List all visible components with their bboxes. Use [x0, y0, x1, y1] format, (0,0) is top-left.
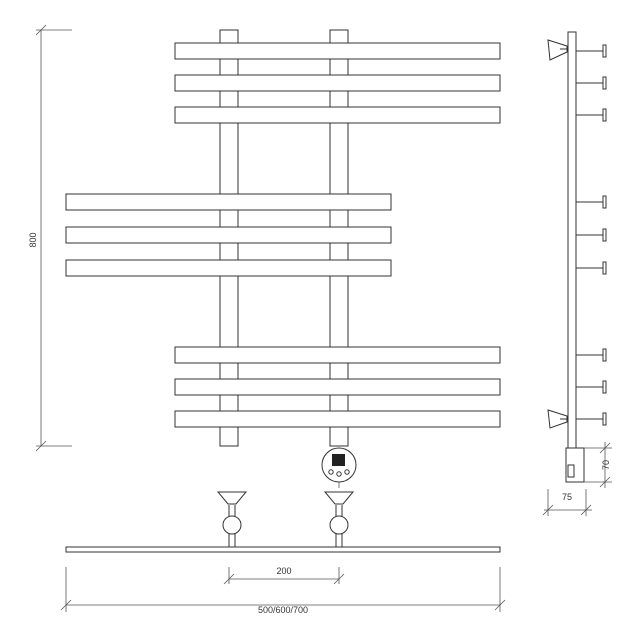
horizontal-bar — [174, 74, 501, 92]
bar-stub-side — [576, 76, 607, 90]
wall-bracket — [323, 491, 355, 505]
valve-connector — [567, 464, 575, 478]
horizontal-bar — [65, 259, 392, 277]
horizontal-bar — [174, 346, 501, 364]
wall-bracket — [216, 491, 248, 505]
wall-bracket-side — [547, 409, 568, 429]
bar-stub-side — [576, 44, 607, 58]
horizontal-bar — [174, 42, 501, 60]
depth-dimension-label: 75 — [562, 492, 572, 502]
bar-stub-side — [576, 195, 607, 209]
side-collector — [567, 31, 577, 449]
bar-stub-side — [576, 380, 607, 394]
horizontal-bar — [65, 193, 392, 211]
bar-stub-side — [576, 412, 607, 426]
horizontal-bar — [65, 226, 392, 244]
side-view — [547, 31, 607, 483]
collector-section — [222, 515, 242, 535]
display-screen — [332, 454, 345, 466]
horizontal-bar — [174, 106, 501, 124]
valve-height-dimension-label: 70 — [601, 460, 611, 470]
wall-plate-top-view — [65, 546, 501, 553]
bar-stub-side — [576, 108, 607, 122]
horizontal-bar — [174, 410, 501, 428]
top-view — [65, 491, 501, 553]
front-view — [65, 29, 501, 488]
bar-stub-side — [576, 261, 607, 275]
height-dimension-label: 800 — [28, 232, 38, 247]
wall-bracket-side — [547, 39, 568, 61]
spacing-dimension-label: 200 — [276, 566, 291, 576]
width-dimension-label: 500/600/700 — [258, 605, 308, 615]
bar-stub-side — [576, 228, 607, 242]
dimension-lines: 800 200 500/600/700 70 75 — [28, 24, 612, 615]
horizontal-bar — [174, 378, 501, 396]
collector-section — [329, 515, 349, 535]
bar-stub-side — [576, 348, 607, 362]
heating-element-control — [321, 447, 357, 488]
